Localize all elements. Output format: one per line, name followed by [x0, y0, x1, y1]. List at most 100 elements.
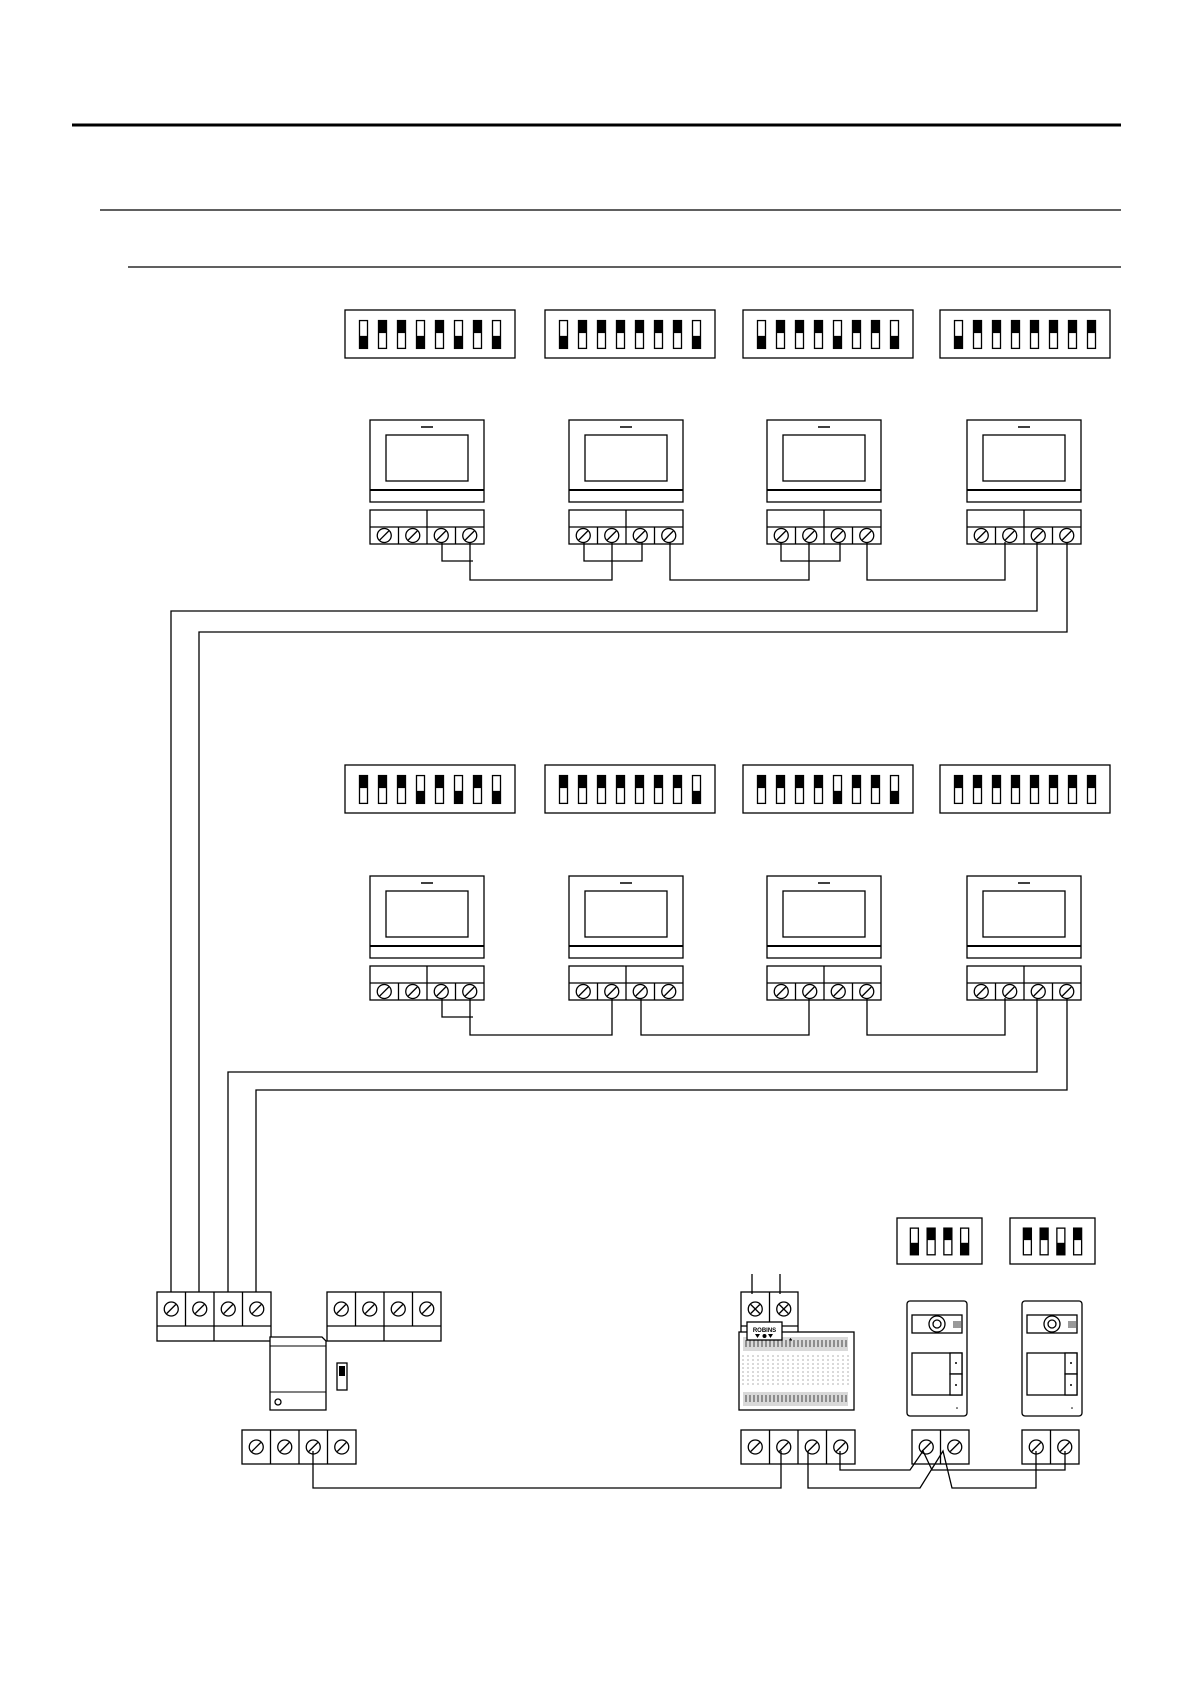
dip-switch-2[interactable] [379, 776, 387, 804]
terminal-screw-icon[interactable] [803, 529, 817, 543]
dip-switch-5[interactable] [436, 776, 444, 804]
terminal-screw-icon[interactable] [391, 1302, 405, 1316]
terminal-screw-icon[interactable] [221, 1302, 235, 1316]
terminal-screw-icon[interactable] [1031, 529, 1045, 543]
terminal-screw-icon[interactable] [774, 529, 788, 543]
terminal-screw-icon[interactable] [974, 985, 988, 999]
terminal-screw-icon[interactable] [662, 985, 676, 999]
terminal-screw-icon[interactable] [377, 985, 391, 999]
dip-switch-2[interactable] [379, 321, 387, 349]
dip-switch-2[interactable] [579, 321, 587, 349]
dip-switch-5[interactable] [636, 776, 644, 804]
dip-switch-3[interactable] [398, 776, 406, 804]
dip-switch-3[interactable] [598, 321, 606, 349]
dip-switch-8[interactable] [891, 776, 899, 804]
terminal-screw-icon[interactable] [633, 529, 647, 543]
dip-switch-3[interactable] [944, 1228, 952, 1255]
dip-switch-7[interactable] [872, 321, 880, 349]
dip-switch-8[interactable] [891, 321, 899, 349]
terminal-screw-icon[interactable] [434, 529, 448, 543]
dip-switch-5[interactable] [1031, 321, 1039, 349]
dip-switch-6[interactable] [655, 776, 663, 804]
terminal-screw-icon[interactable] [334, 1302, 348, 1316]
dip-switch-1[interactable] [758, 776, 766, 804]
dip-switch-5[interactable] [834, 776, 842, 804]
dip-switch-4[interactable] [961, 1228, 969, 1255]
dip-switch-4[interactable] [617, 321, 625, 349]
dip-switch-3[interactable] [398, 321, 406, 349]
dip-switch-3[interactable] [1057, 1228, 1065, 1255]
terminal-screw-icon[interactable] [748, 1302, 762, 1316]
terminal-screw-icon[interactable] [633, 985, 647, 999]
dip-switch-2[interactable] [974, 321, 982, 349]
dip-switch-8[interactable] [693, 321, 701, 349]
dip-switch-4[interactable] [1012, 321, 1020, 349]
dip-switch-1[interactable] [360, 321, 368, 349]
dip-switch-2[interactable] [579, 776, 587, 804]
terminal-screw-icon[interactable] [1060, 985, 1074, 999]
terminal-screw-icon[interactable] [1031, 985, 1045, 999]
terminal-screw-icon[interactable] [774, 985, 788, 999]
terminal-screw-icon[interactable] [834, 1440, 848, 1454]
terminal-screw-icon[interactable] [1003, 529, 1017, 543]
terminal-screw-icon[interactable] [434, 985, 448, 999]
terminal-screw-icon[interactable] [278, 1440, 292, 1454]
terminal-screw-icon[interactable] [193, 1302, 207, 1316]
dip-switch-1[interactable] [910, 1228, 918, 1255]
terminal-screw-icon[interactable] [250, 1302, 264, 1316]
dip-switch-6[interactable] [853, 321, 861, 349]
dip-switch-7[interactable] [674, 776, 682, 804]
terminal-screw-icon[interactable] [164, 1302, 178, 1316]
dip-switch-3[interactable] [796, 321, 804, 349]
terminal-screw-icon[interactable] [377, 529, 391, 543]
dip-switch-7[interactable] [1069, 321, 1077, 349]
dip-switch-7[interactable] [1069, 776, 1077, 804]
dip-switch-5[interactable] [636, 321, 644, 349]
terminal-screw-icon[interactable] [831, 985, 845, 999]
terminal-screw-icon[interactable] [335, 1440, 349, 1454]
terminal-screw-icon[interactable] [463, 529, 477, 543]
terminal-screw-icon[interactable] [948, 1440, 962, 1454]
dip-switch-7[interactable] [674, 321, 682, 349]
dip-switch-1[interactable] [360, 776, 368, 804]
terminal-screw-icon[interactable] [919, 1440, 933, 1454]
dip-switch-4[interactable] [1012, 776, 1020, 804]
dip-switch-4[interactable] [617, 776, 625, 804]
dip-switch-1[interactable] [955, 776, 963, 804]
terminal-screw-icon[interactable] [406, 985, 420, 999]
dip-switch-3[interactable] [993, 321, 1001, 349]
dip-switch-4[interactable] [815, 776, 823, 804]
dip-switch-8[interactable] [493, 776, 501, 804]
dip-switch-1[interactable] [758, 321, 766, 349]
terminal-screw-icon[interactable] [831, 529, 845, 543]
dip-switch-6[interactable] [455, 776, 463, 804]
terminal-screw-icon[interactable] [605, 529, 619, 543]
dip-switch-4[interactable] [417, 776, 425, 804]
terminal-screw-icon[interactable] [748, 1440, 762, 1454]
dip-switch-7[interactable] [872, 776, 880, 804]
dip-switch-1[interactable] [560, 321, 568, 349]
dip-switch-6[interactable] [1050, 321, 1058, 349]
dip-switch-2[interactable] [1040, 1228, 1048, 1255]
dip-switch-4[interactable] [1074, 1228, 1082, 1255]
terminal-screw-icon[interactable] [662, 529, 676, 543]
dip-switch-1[interactable] [560, 776, 568, 804]
dip-switch-6[interactable] [455, 321, 463, 349]
dip-switch-2[interactable] [927, 1228, 935, 1255]
terminal-screw-icon[interactable] [420, 1302, 434, 1316]
terminal-screw-icon[interactable] [803, 985, 817, 999]
dip-switch-3[interactable] [598, 776, 606, 804]
terminal-screw-icon[interactable] [1003, 985, 1017, 999]
terminal-screw-icon[interactable] [576, 985, 590, 999]
dip-switch-4[interactable] [815, 321, 823, 349]
dip-switch-8[interactable] [693, 776, 701, 804]
dip-switch-1[interactable] [955, 321, 963, 349]
terminal-screw-icon[interactable] [406, 529, 420, 543]
terminal-screw-icon[interactable] [576, 529, 590, 543]
dip-switch-2[interactable] [777, 776, 785, 804]
dip-switch-6[interactable] [1050, 776, 1058, 804]
dip-switch-8[interactable] [1088, 776, 1096, 804]
dip-switch-4[interactable] [417, 321, 425, 349]
dip-switch-3[interactable] [796, 776, 804, 804]
dip-switch-7[interactable] [474, 321, 482, 349]
